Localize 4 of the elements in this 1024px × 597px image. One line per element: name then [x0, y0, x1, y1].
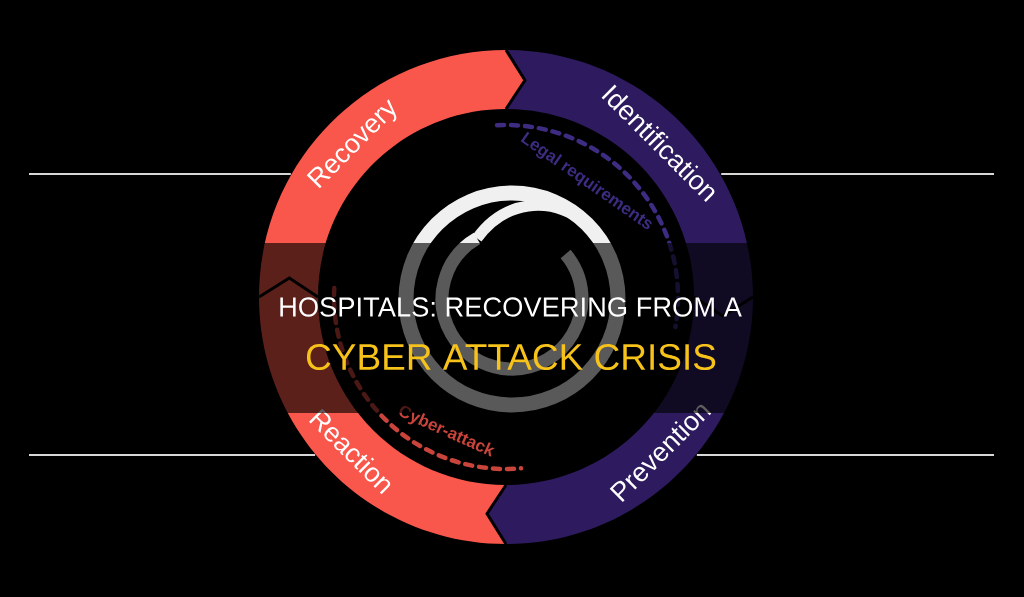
arrow: [504, 48, 527, 111]
arrow: [257, 276, 320, 299]
arrow: [692, 295, 755, 318]
arrow: [485, 483, 508, 546]
